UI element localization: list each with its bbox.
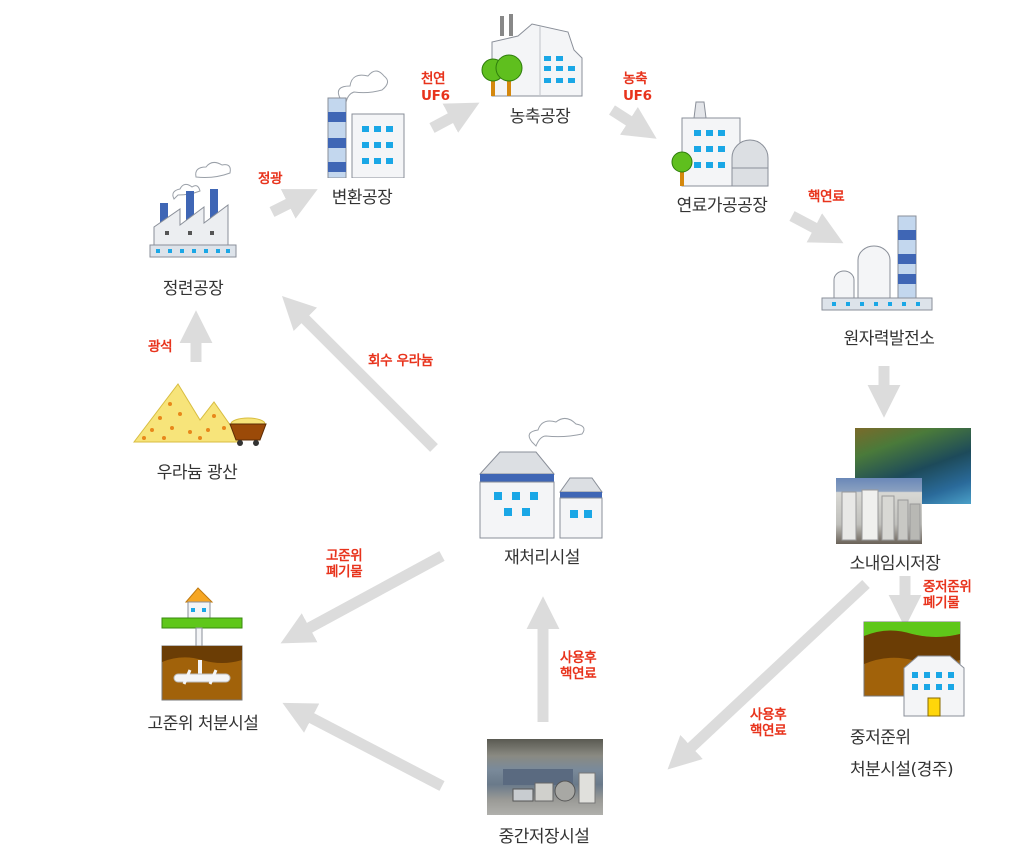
edge-arrow-enriched-uf6 xyxy=(609,105,657,139)
edge-label-natural-uf6-line1: 천연 xyxy=(421,71,446,87)
node-label-lilw-disposal-line2: 처분시설(경주) xyxy=(850,760,954,780)
node-label-fabrication: 연료가공공장 xyxy=(676,196,768,216)
edge-label-spent-fuel-reprocessing-line2: 핵연료 xyxy=(560,666,597,682)
node-label-onsite-storage: 소내임시저장 xyxy=(849,554,941,574)
node-label-power-plant: 원자력발전소 xyxy=(843,329,935,349)
conversion-plant-icon xyxy=(327,70,405,178)
edge-label-hlw-waste-line1: 고준위 xyxy=(326,548,363,564)
lilw-disposal-icon xyxy=(863,621,965,717)
edge-arrow-refining xyxy=(269,189,318,219)
hlw-disposal-icon xyxy=(161,587,243,701)
interim-storage-photo xyxy=(487,739,603,815)
edge-label-spent-fuel-interim-line2: 핵연료 xyxy=(750,723,787,739)
node-label-interim-storage: 중간저장시설 xyxy=(498,827,590,847)
edge-label-lilw-waste-line1: 중저준위 xyxy=(923,579,972,595)
edge-label-lilw-waste-line2: 폐기물 xyxy=(923,595,960,611)
edge-label-natural-uf6-line2: UF6 xyxy=(421,88,450,104)
edge-label-enriched-uf6-line2: UF6 xyxy=(623,88,652,104)
edge-label-enriched-uf6-line1: 농축 xyxy=(623,71,648,87)
node-label-conversion: 변환공장 xyxy=(331,188,393,208)
edge-label-nuclear-fuel: 핵연료 xyxy=(808,189,845,205)
node-label-reprocessing: 재처리시설 xyxy=(504,548,580,568)
uranium-mine-icon xyxy=(132,383,267,446)
node-label-mine: 우라늄 광산 xyxy=(156,463,238,483)
nuclear-power-plant-icon xyxy=(821,215,933,311)
edge-label-spent-fuel-reprocessing-line1: 사용후 xyxy=(560,650,597,666)
onsite-storage-cask-photo xyxy=(836,478,922,544)
edge-arrow-natural-uf6 xyxy=(429,102,480,133)
edge-arrow-interim-to-hlw xyxy=(282,702,445,791)
refinery-factory-icon xyxy=(149,161,237,258)
reprocessing-plant-icon xyxy=(478,418,603,539)
edge-arrow-spent-fuel-to-interim xyxy=(667,579,870,770)
node-label-lilw-disposal-line1: 중저준위 xyxy=(850,728,911,748)
edge-arrow-hlw-waste xyxy=(280,551,445,644)
edge-label-refining: 정광 xyxy=(258,171,283,187)
edge-arrow-nuclear-fuel xyxy=(789,211,844,244)
edge-label-recovered-uranium: 회수 우라늄 xyxy=(368,353,433,369)
edge-label-hlw-waste-line2: 폐기물 xyxy=(326,564,363,580)
node-label-hlw-disposal: 고준위 처분시설 xyxy=(147,714,259,734)
fuel-fabrication-icon xyxy=(671,101,769,187)
node-label-refinery: 정련공장 xyxy=(162,279,224,299)
edge-label-spent-fuel-interim-line1: 사용후 xyxy=(750,707,787,723)
node-label-enrichment: 농축공장 xyxy=(509,107,571,127)
edge-label-ore: 광석 xyxy=(148,339,173,355)
enrichment-plant-icon xyxy=(481,14,583,97)
edge-arrow-recovered-uranium xyxy=(281,295,438,452)
